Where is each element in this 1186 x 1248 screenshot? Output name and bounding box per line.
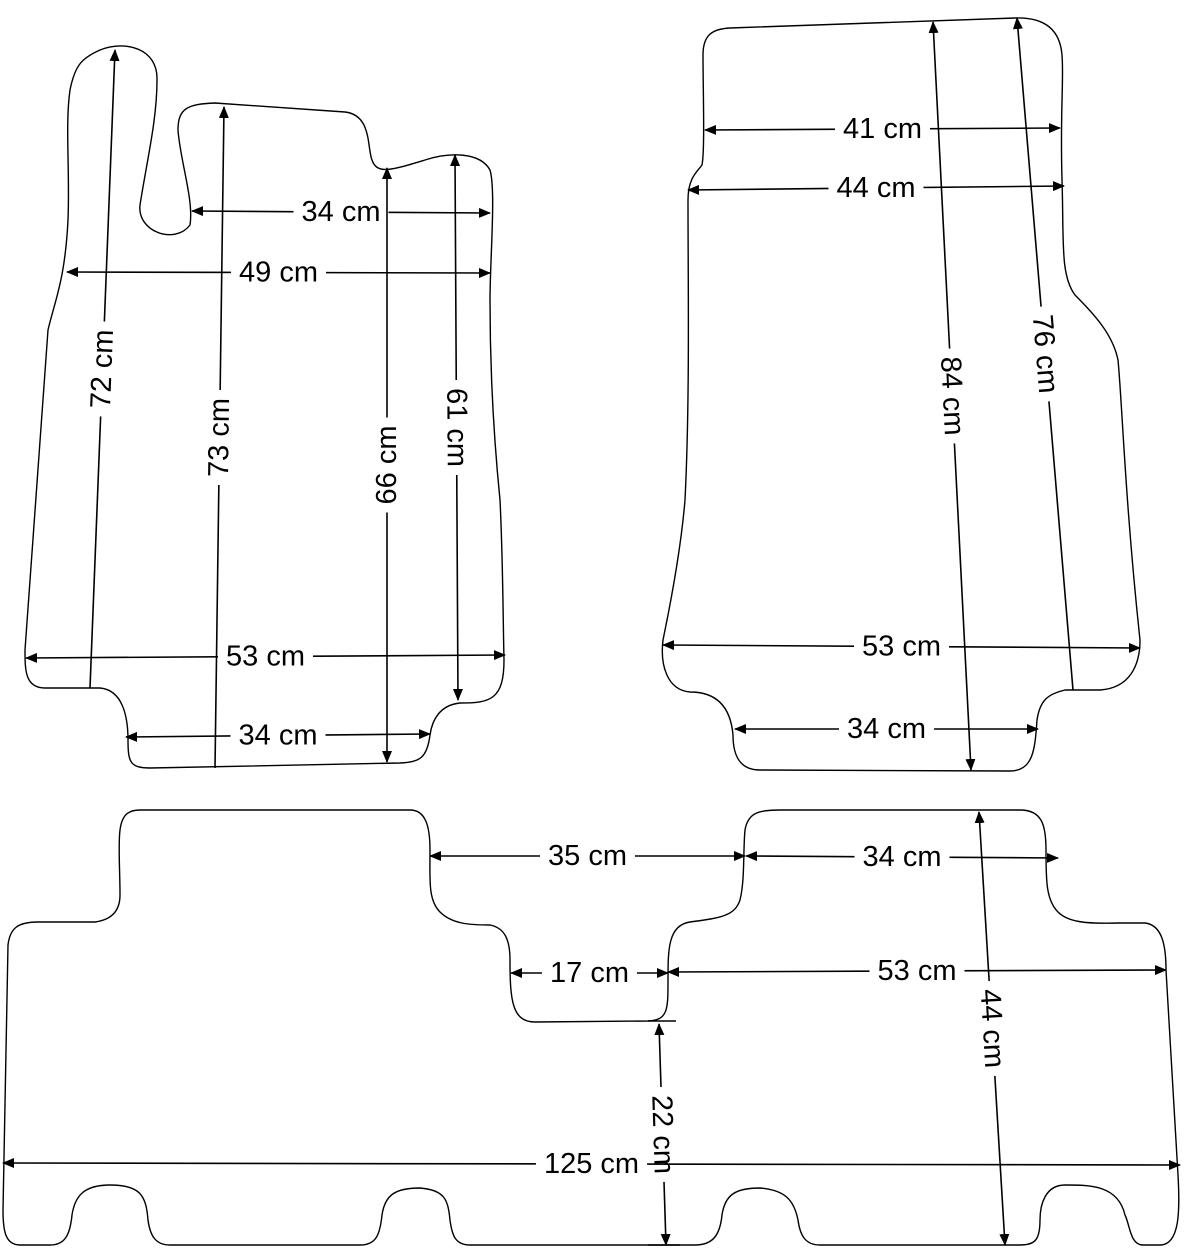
front-left-mat-dim-5-label-bg [438, 379, 475, 476]
rear-mat-dim-6-label-bg [535, 1146, 648, 1182]
front-right-mat-dim-5-label: 34 cm [847, 713, 926, 745]
front-left-mat-dim-4-label-bg [369, 417, 405, 513]
front-right-mat-dim-0-label-bg [835, 111, 930, 147]
rear-mat-dim-2-label: 17 cm [550, 957, 629, 989]
rear-mat-dim-2-label-bg [542, 955, 637, 991]
rear-mat-dim-0-label: 35 cm [548, 840, 627, 872]
front-left-mat-dim-4-label-group: 66 cm [369, 417, 405, 513]
front-left-mat-dim-6-label-group: 53 cm [218, 638, 313, 675]
front-right-mat-dim-1-label-bg [828, 170, 924, 206]
front-right-mat-dim-4-label-bg [854, 628, 949, 665]
rear-mat-dim-6-label-group: 125 cm [535, 1146, 648, 1182]
dimension-group: 34 cm 49 cm 72 cm 73 cm 66 cm 61 cm 53 cm 34 cm… [2, 17, 1181, 1246]
front-left-mat-dim-2-label: 72 cm [85, 329, 120, 409]
rear-mat-dim-4-label-bg [971, 980, 1013, 1077]
front-right-mat-dim-1-label-group: 44 cm [828, 170, 924, 206]
rear-mat-dim-1-label-bg [854, 839, 950, 875]
front-right-mat-dim-3-label-bg [1023, 305, 1067, 403]
front-right-mat-dim-4-label: 53 cm [862, 631, 941, 663]
front-right-mat-dim-4-label-group: 53 cm [854, 628, 949, 665]
rear-mat-dim-2-label-group: 17 cm [542, 955, 637, 991]
front-left-mat-dim-3-label-group: 73 cm [200, 389, 239, 486]
front-right-mat-outline [661, 17, 1141, 772]
rear-mat-dim-5-label: 22 cm [645, 1095, 679, 1175]
front-right-mat-dim-2-label-group: 84 cm [931, 347, 973, 445]
front-left-mat-dim-4-label: 66 cm [371, 426, 403, 505]
rear-mat-dim-1-label: 34 cm [863, 841, 942, 873]
front-right-mat-dim-3-label-group: 76 cm [1023, 305, 1067, 403]
front-right-mat-dim-0-label: 41 cm [843, 113, 922, 145]
front-right-mat-dim-2-label-bg [931, 347, 973, 445]
front-left-mat-dim-0-label-bg [293, 194, 389, 230]
front-left-mat-dim-5-label-group: 61 cm [438, 379, 475, 476]
front-left-mat-dim-5-label: 61 cm [440, 388, 472, 467]
rear-mat-dim-3-label: 53 cm [878, 955, 957, 987]
front-right-mat-dim-1-label: 44 cm [837, 172, 916, 204]
rear-mat-dim-1-label-group: 34 cm [854, 839, 950, 875]
front-left-mat-dim-1-label-group: 49 cm [231, 254, 326, 291]
front-left-mat-dim-0-label-group: 34 cm [293, 194, 389, 230]
front-left-mat-dim-1-label-bg [231, 254, 326, 291]
rear-mat-dim-0-label-group: 35 cm [540, 838, 635, 874]
front-left-mat-dim-7-label: 34 cm [239, 720, 318, 752]
front-right-mat-dim-2-label: 84 cm [934, 356, 970, 437]
front-left-mat-dim-6-label: 53 cm [226, 641, 305, 673]
front-left-mat-dim-6-label-bg [218, 638, 313, 675]
front-left-mat-dim-3-label-bg [200, 389, 239, 486]
rear-mat-dim-5-label-group: 22 cm [643, 1086, 682, 1183]
front-right-mat-dim-5-label-group: 34 cm [839, 711, 934, 747]
rear-mat-dim-3-label-bg [869, 953, 965, 989]
rear-mat-dim-4-label-group: 44 cm [971, 980, 1013, 1077]
front-left-mat-dim-3-label: 73 cm [203, 398, 236, 477]
rear-mat-dim-3-label-group: 53 cm [869, 953, 965, 989]
rear-mat-dim-6-label: 125 cm [544, 1148, 639, 1180]
front-left-mat-dim-2-label-group: 72 cm [82, 320, 123, 418]
front-left-mat-dim-7-label-group: 34 cm [230, 717, 326, 754]
rear-mat-dim-0-label-bg [540, 838, 635, 874]
front-right-mat-dim-3-label: 76 cm [1026, 313, 1064, 394]
front-left-mat-dim-7-label-bg [230, 717, 326, 754]
front-left-mat-dim-1-label: 49 cm [239, 257, 318, 289]
front-left-mat-dim-0-label: 34 cm [302, 196, 381, 228]
rear-mat-outline [2, 809, 1180, 1246]
front-right-mat-dim-5-label-bg [839, 711, 934, 747]
rear-mat-dim-4-label: 44 cm [974, 988, 1011, 1069]
front-left-mat-dim-2-label-bg [82, 320, 123, 418]
front-right-mat-dim-0-label-group: 41 cm [835, 111, 930, 147]
